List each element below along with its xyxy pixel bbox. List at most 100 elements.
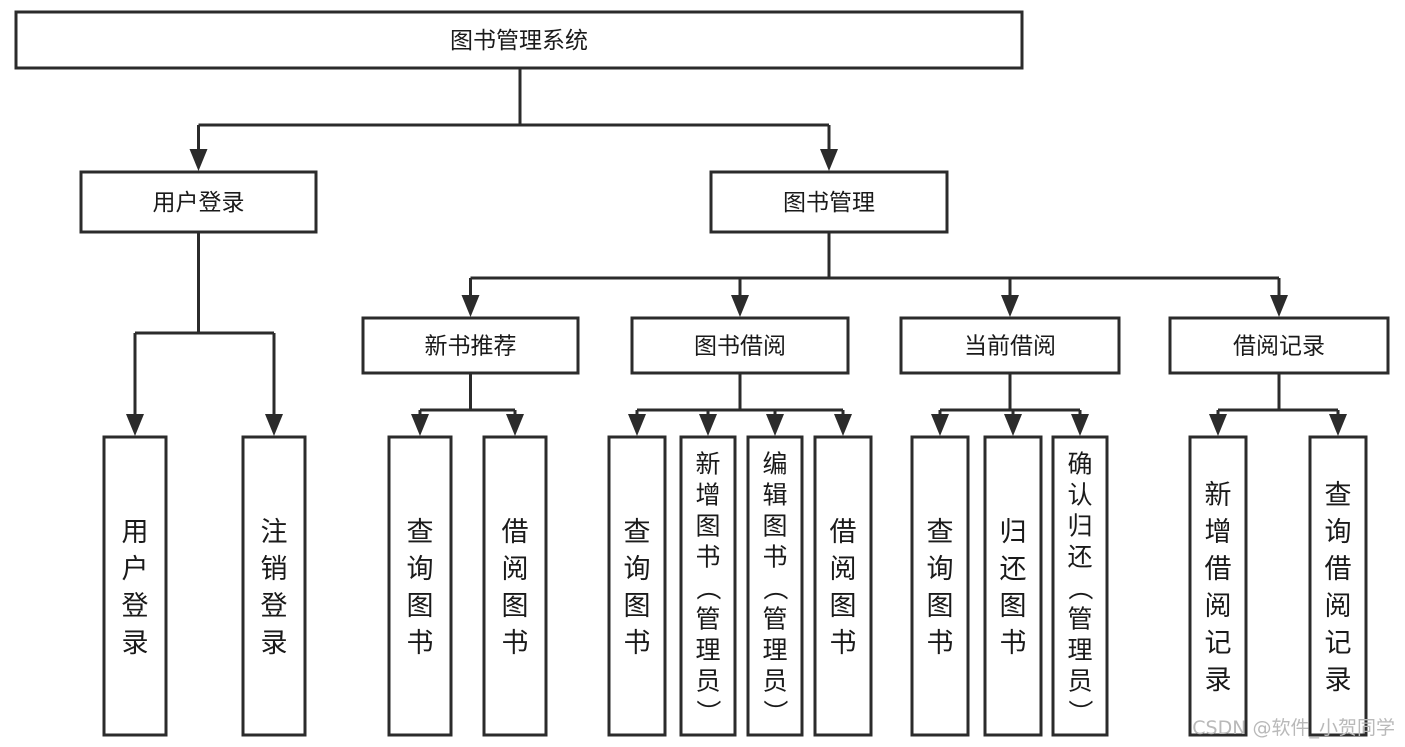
arrow-head-icon: [265, 414, 283, 436]
node-leaf-借阅图书-label-char: 阅: [502, 554, 529, 585]
node-leaf-查询图书-box: [607, 435, 667, 737]
node-leaf-编辑图书（管理员）-label-char: 辑: [762, 481, 787, 510]
node-leaf-编辑图书（管理员）-label-char: 书: [762, 543, 787, 572]
node-leaf-查询借阅记录-label-char: 查: [1325, 480, 1352, 511]
arrow-head-icon: [731, 295, 749, 317]
node-leaf-确认归还（管理员）-label-char: 确: [1067, 450, 1092, 479]
arrow-head-icon: [461, 295, 480, 317]
node-leaf-编辑图书（管理员）-label-char: 理: [762, 636, 787, 665]
node-leaf-确认归还（管理员）-label-char: 管: [1067, 605, 1092, 634]
arrow-head-icon: [820, 149, 838, 171]
node-leaf-用户登录-label-char: 录: [122, 628, 149, 659]
node-l3-图书借阅[interactable]: 图书借阅: [630, 316, 850, 375]
node-leaf-确认归还（管理员）-label-char: （: [1066, 575, 1095, 600]
node-leaf-编辑图书（管理员）-label-char: 图: [762, 512, 787, 541]
node-leaf-查询借阅记录-label-char: 借: [1325, 554, 1352, 585]
node-l2-用户登录-box: [79, 170, 318, 234]
node-l2-图书管理[interactable]: 图书管理: [709, 170, 949, 234]
node-leaf-查询图书-label-char: 查: [407, 517, 434, 548]
node-leaf-编辑图书（管理员）-label-char: ）: [761, 699, 790, 724]
node-l2-用户登录-label: 用户登录: [153, 190, 245, 216]
node-l3-借阅记录[interactable]: 借阅记录: [1168, 316, 1390, 375]
node-leaf-借阅图书-label-char: 阅: [830, 554, 857, 585]
arrow-head-icon: [1209, 414, 1227, 436]
node-l3-当前借阅[interactable]: 当前借阅: [899, 316, 1121, 375]
node-leaf-查询图书-label-char: 图: [624, 591, 651, 622]
node-leaf-查询图书-label-char: 图: [927, 591, 954, 622]
node-leaf-查询借阅记录-label-char: 记: [1325, 628, 1352, 659]
node-leaf-查询图书-label-char: 书: [407, 628, 434, 659]
node-leaf-查询借阅记录-label-char: 询: [1325, 517, 1352, 548]
node-l3-新书推荐[interactable]: 新书推荐: [361, 316, 580, 375]
node-l3-新书推荐-box: [361, 316, 580, 375]
node-leaf-编辑图书（管理员）-label-char: 员: [762, 667, 787, 696]
node-leaf-注销登录-label-char: 录: [261, 628, 288, 659]
node-leaf-新增借阅记录-label-char: 记: [1205, 628, 1232, 659]
node-root-图书管理系统-box: [14, 10, 1024, 70]
node-leaf-查询图书-label-char: 查: [927, 517, 954, 548]
node-leaf-确认归还（管理员）-label-char: 认: [1067, 481, 1092, 510]
node-leaf-新增图书（管理员）-label-char: 图: [695, 512, 720, 541]
node-leaf-借阅图书-label-char: 书: [830, 628, 857, 659]
node-leaf-查询图书-label-char: 查: [624, 517, 651, 548]
node-leaf-归还图书-label-char: 还: [1000, 554, 1027, 585]
node-leaf-新增借阅记录-label-char: 新: [1205, 480, 1232, 511]
node-leaf-新增图书（管理员）-label-char: 书: [695, 543, 720, 572]
node-leaf-确认归还（管理员）-label-char: ）: [1066, 699, 1095, 724]
arrow-head-icon: [699, 414, 717, 436]
node-leaf-查询借阅记录-box: [1308, 435, 1368, 737]
node-l3-当前借阅-box: [899, 316, 1121, 375]
node-leaf-新增图书（管理员）-label-char: 新: [695, 450, 720, 479]
node-leaf-查询图书-label-char: 询: [927, 554, 954, 585]
node-leaf-查询图书-label-char: 询: [407, 554, 434, 585]
arrow-head-icon: [931, 414, 949, 436]
node-leaf-注销登录-label-char: 注: [261, 517, 288, 548]
node-leaf-编辑图书（管理员）-box: [746, 435, 804, 737]
node-l2-图书管理-label: 图书管理: [783, 190, 875, 216]
node-leaf-新增借阅记录-label-char: 录: [1205, 665, 1232, 696]
arrow-head-icon: [189, 149, 208, 171]
arrow-head-icon: [628, 414, 646, 436]
arrow-head-icon: [1270, 295, 1288, 317]
node-leaf-新增图书（管理员）-label-char: 管: [695, 605, 720, 634]
node-leaf-新增借阅记录-label-char: 阅: [1205, 591, 1232, 622]
node-leaf-借阅图书-box: [482, 435, 548, 737]
node-root-图书管理系统[interactable]: 图书管理系统: [14, 10, 1024, 70]
node-l3-当前借阅-label: 当前借阅: [964, 334, 1056, 360]
node-leaf-归还图书-label-char: 图: [1000, 591, 1027, 622]
arrow-head-icon: [126, 414, 144, 436]
node-l3-图书借阅-box: [630, 316, 850, 375]
node-leaf-新增图书（管理员）-label-char: ）: [694, 699, 723, 724]
node-leaf-新增图书（管理员）-label-char: 增: [695, 481, 720, 510]
node-leaf-新增图书（管理员）-label-char: 员: [695, 667, 720, 696]
node-root-图书管理系统-label: 图书管理系统: [450, 28, 588, 54]
node-leaf-查询图书-label-char: 询: [624, 554, 651, 585]
node-leaf-确认归还（管理员）-label-char: 员: [1067, 667, 1092, 696]
arrow-head-icon: [411, 414, 429, 436]
node-leaf-注销登录-box: [241, 435, 307, 737]
node-leaf-归还图书-box: [983, 435, 1043, 737]
node-leaf-新增图书（管理员）-label-char: （: [694, 575, 723, 600]
node-l2-用户登录[interactable]: 用户登录: [79, 170, 318, 234]
node-l3-借阅记录-box: [1168, 316, 1390, 375]
arrow-head-icon: [1329, 414, 1347, 436]
node-leaf-新增借阅记录-box: [1188, 435, 1248, 737]
node-leaf-新增图书（管理员）-box: [679, 435, 737, 737]
node-leaf-查询借阅记录-label-char: 阅: [1325, 591, 1352, 622]
node-leaf-确认归还（管理员）-label-char: 理: [1067, 636, 1092, 665]
node-leaf-编辑图书（管理员）-label-char: 编: [762, 450, 787, 479]
node-leaf-用户登录[interactable]: 用户登录: [102, 435, 168, 737]
